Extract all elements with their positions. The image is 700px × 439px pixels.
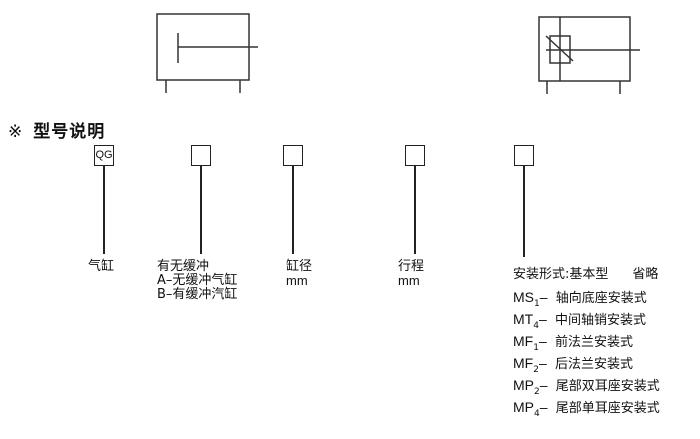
- mounting-code: MP: [513, 399, 534, 415]
- leader-line: [414, 166, 416, 254]
- mounting-option: MF1– 前法兰安装式: [513, 330, 660, 353]
- leader-line: [103, 166, 105, 254]
- mounting-desc: 尾部单耳座安装式: [555, 401, 660, 416]
- label-cushion-option-a: A–无缓冲气缸: [157, 273, 238, 288]
- adjust-arrow: [545, 35, 574, 62]
- mounting-code: MT: [513, 311, 534, 327]
- mounting-desc: 后法兰安装式: [555, 357, 634, 372]
- mounting-code: MS: [513, 289, 534, 305]
- mounting-code: MP: [513, 377, 534, 393]
- mounting-code-sub: 4: [534, 409, 540, 419]
- cylinder-with-cushion-symbol: [538, 16, 640, 94]
- label-bore: 缸径 mm: [286, 260, 312, 288]
- label-bore-unit: mm: [286, 273, 308, 288]
- mounting-options: 安装形式:基本型省略 MS1– 轴向底座安装式 MT4– 中间轴销安装式 MF1…: [513, 264, 660, 419]
- mounting-header-suffix: 省略: [632, 267, 659, 282]
- label-series: 气缸: [88, 259, 115, 274]
- label-stroke-unit: mm: [398, 273, 420, 288]
- label-cushion-title: 有无缓冲: [157, 259, 210, 274]
- reference-mark-icon: ※: [8, 122, 24, 142]
- mounting-desc: 轴向底座安装式: [555, 291, 647, 306]
- mounting-option: MP2– 尾部双耳座安装式: [513, 374, 660, 397]
- label-cushion: 有无缓冲 A–无缓冲气缸 B–有缓冲汽缸: [157, 260, 237, 302]
- mounting-code: MF: [513, 333, 534, 349]
- mounting-option: MP4– 尾部单耳座安装式: [513, 396, 660, 419]
- mounting-option: MT4– 中间轴销安装式: [513, 308, 660, 331]
- cylinder-body: [538, 16, 631, 82]
- mounting-dash: –: [538, 311, 547, 327]
- leader-line: [200, 166, 202, 254]
- mounting-desc: 前法兰安装式: [555, 335, 634, 350]
- mounting-code-sub: 4: [533, 321, 539, 331]
- mounting-dash: –: [538, 355, 547, 371]
- mounting-dash: –: [539, 399, 548, 415]
- leader-line: [292, 166, 294, 254]
- code-box-bore: [283, 145, 303, 166]
- section-title: ※ 型号说明: [8, 117, 105, 142]
- leader-line: [523, 166, 525, 257]
- mounting-dash: –: [539, 289, 548, 305]
- mounting-header-text: 安装形式:基本型: [513, 267, 609, 282]
- section-title-text: 型号说明: [33, 122, 106, 142]
- mounting-code: MF: [513, 355, 534, 371]
- label-bore-title: 缸径: [286, 259, 313, 274]
- mounting-code-sub: 1: [534, 299, 540, 309]
- code-box-mounting: [514, 145, 534, 166]
- mounting-desc: 尾部双耳座安装式: [555, 379, 660, 394]
- code-box-stroke: [405, 145, 425, 166]
- code-box-series: QG: [94, 145, 114, 166]
- mounting-option: MF2– 后法兰安装式: [513, 352, 660, 375]
- label-stroke: 行程 mm: [398, 260, 424, 288]
- mounting-dash: –: [539, 377, 548, 393]
- code-box-cushion: [191, 145, 211, 166]
- mounting-code-sub: 1: [533, 343, 539, 353]
- cylinder-no-cushion-symbol: [156, 13, 258, 93]
- cylinder-symbols: [156, 13, 640, 94]
- mounting-code-sub: 2: [533, 365, 539, 375]
- label-cushion-option-b: B–有缓冲汽缸: [157, 287, 238, 302]
- mounting-header: 安装形式:基本型 省略: [513, 264, 660, 286]
- mounting-option: MS1– 轴向底座安装式: [513, 286, 660, 309]
- label-stroke-title: 行程: [398, 259, 425, 274]
- mounting-desc: 中间轴销安装式: [555, 313, 647, 328]
- mounting-code-sub: 2: [534, 387, 540, 397]
- mounting-dash: –: [538, 333, 547, 349]
